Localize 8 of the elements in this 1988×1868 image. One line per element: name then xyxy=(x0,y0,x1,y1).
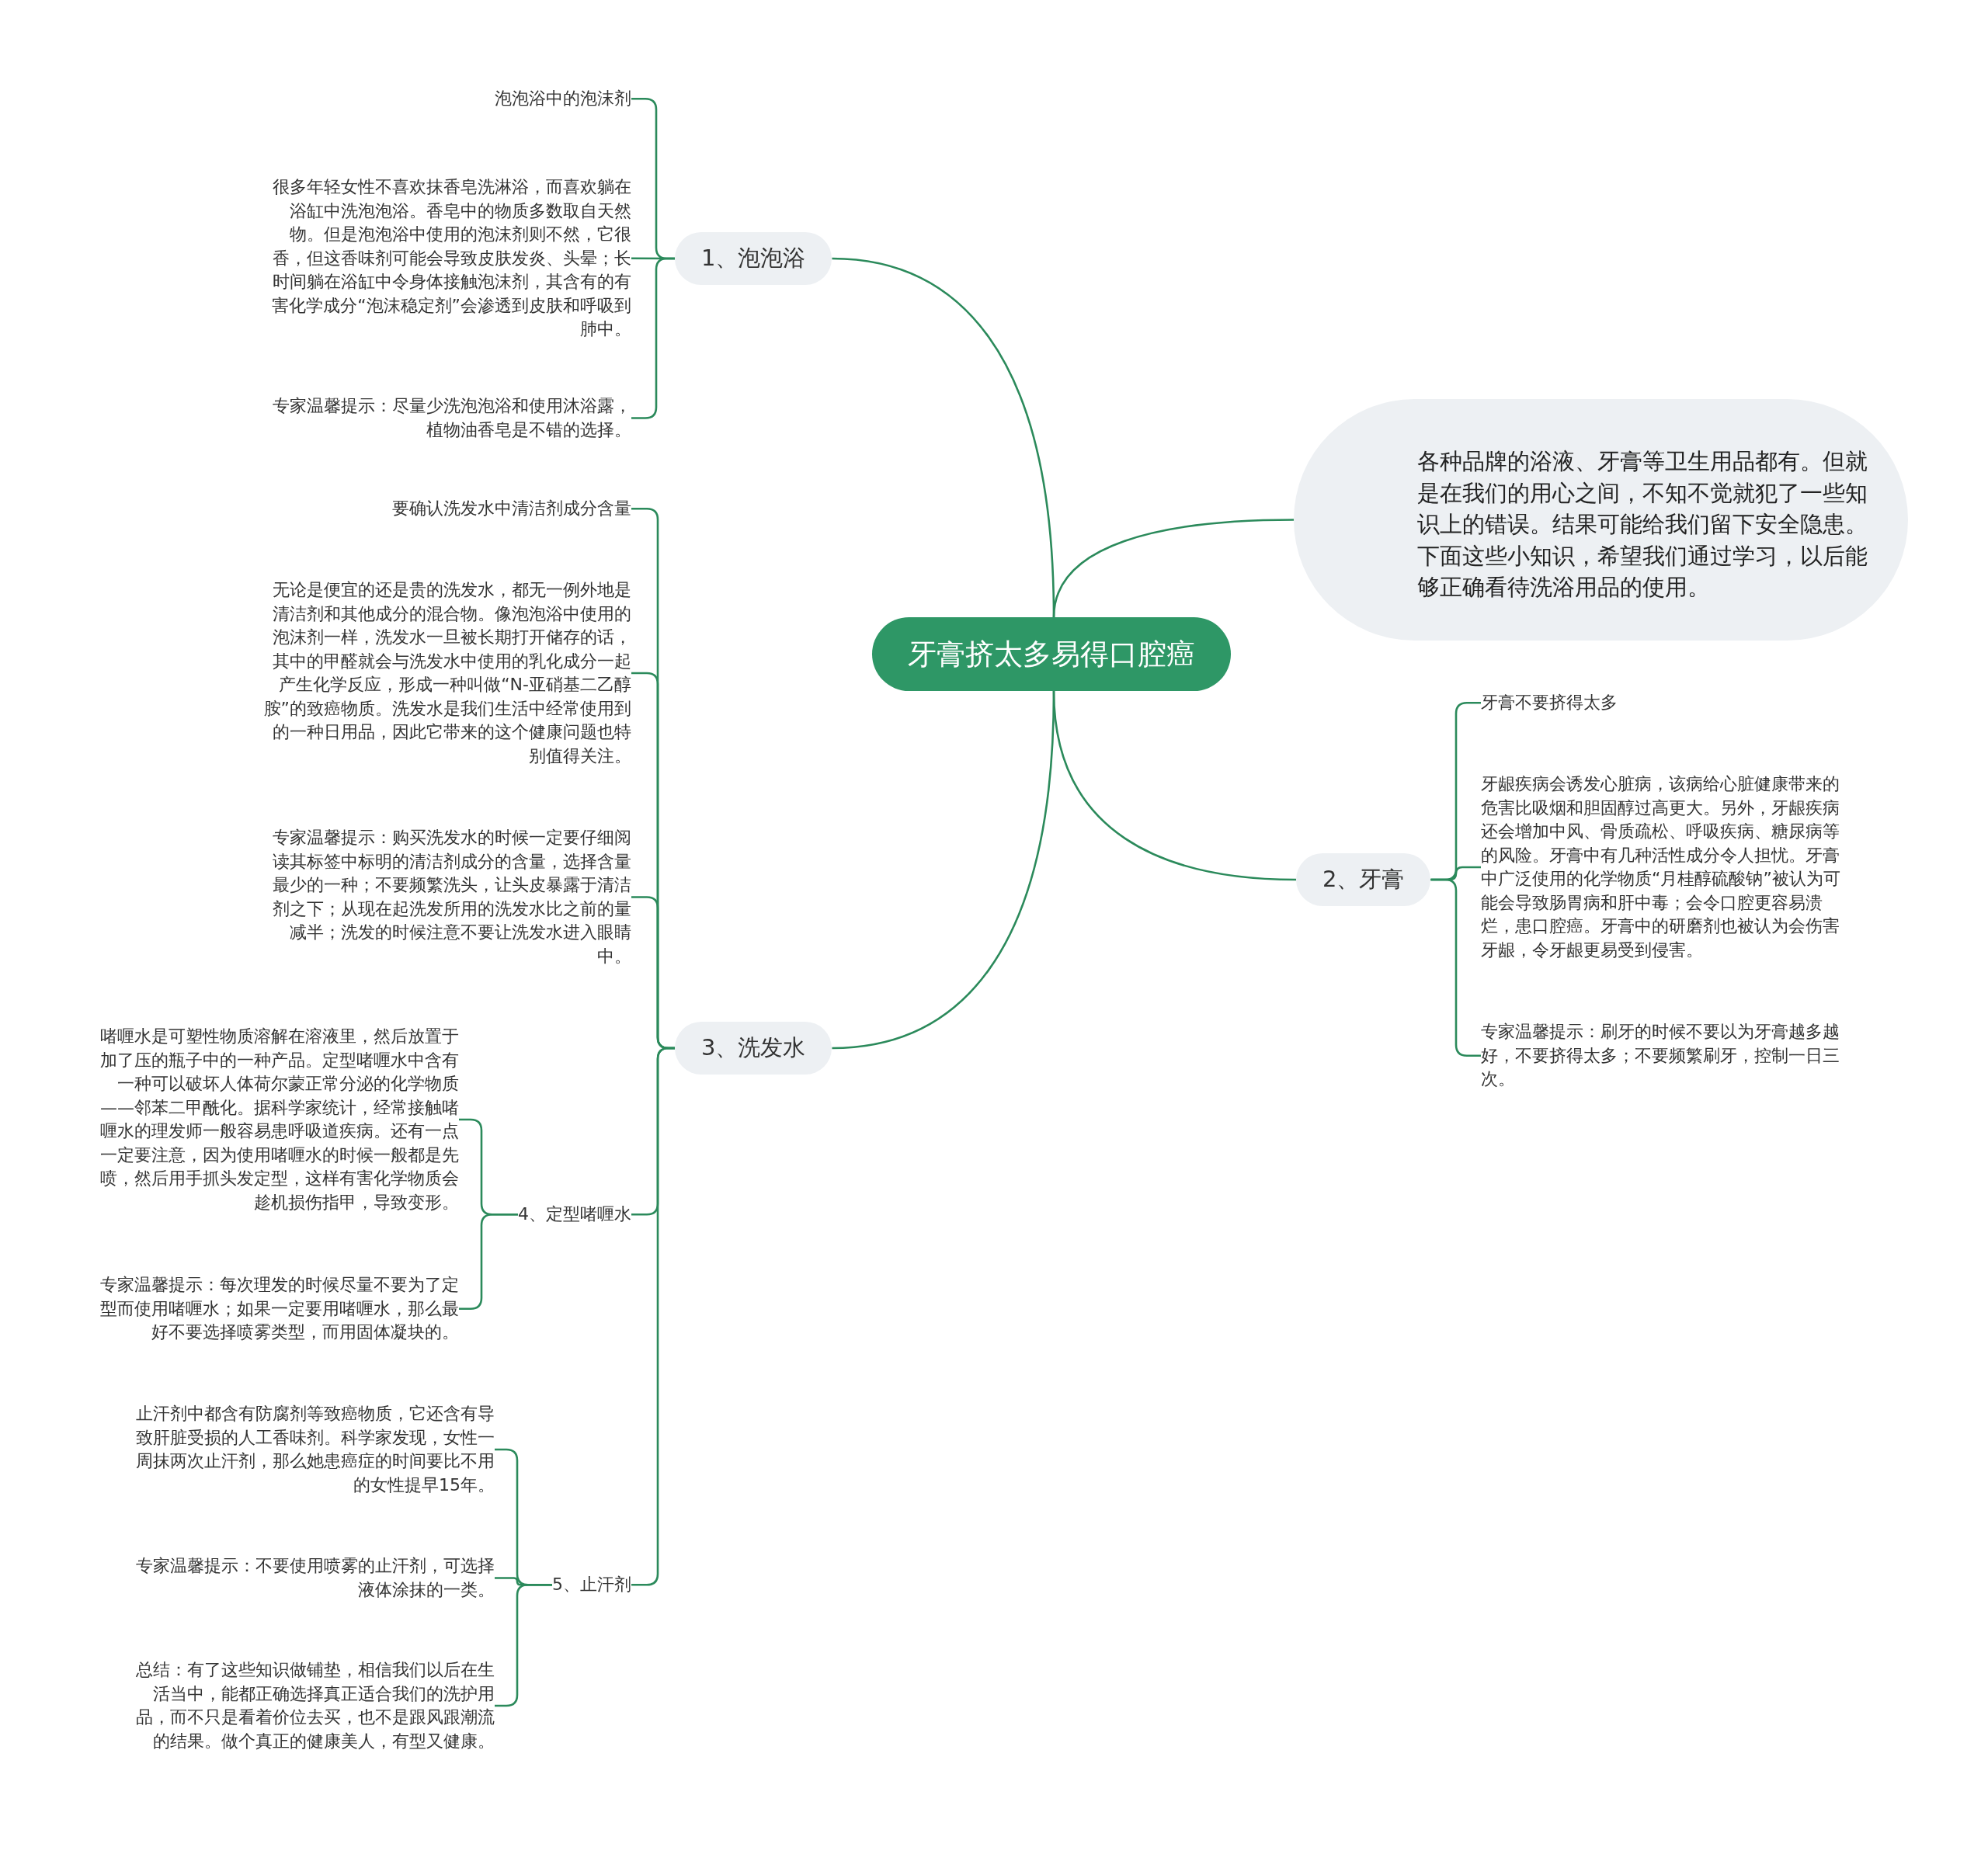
central-topic: 牙膏挤太多易得口腔癌 xyxy=(872,617,1231,691)
branch-topic: 3、洗发水 xyxy=(675,1022,832,1075)
intro-bubble: 各种品牌的浴液、牙膏等卫生用品都有。但就是在我们的用心之间，不知不觉就犯了一些知识上的错误。结果可能给我们留下安全隐患。下面这些小知识，希望我们通过学习，以后能够正确看待洗浴用品的使用。 xyxy=(1294,399,1908,641)
branch-topic: 1、泡泡浴 xyxy=(675,232,832,285)
connector-line xyxy=(1052,519,1295,618)
connector-line xyxy=(495,1583,552,1707)
connector-line xyxy=(832,690,1055,1050)
branch-topic: 2、牙膏 xyxy=(1296,853,1431,906)
